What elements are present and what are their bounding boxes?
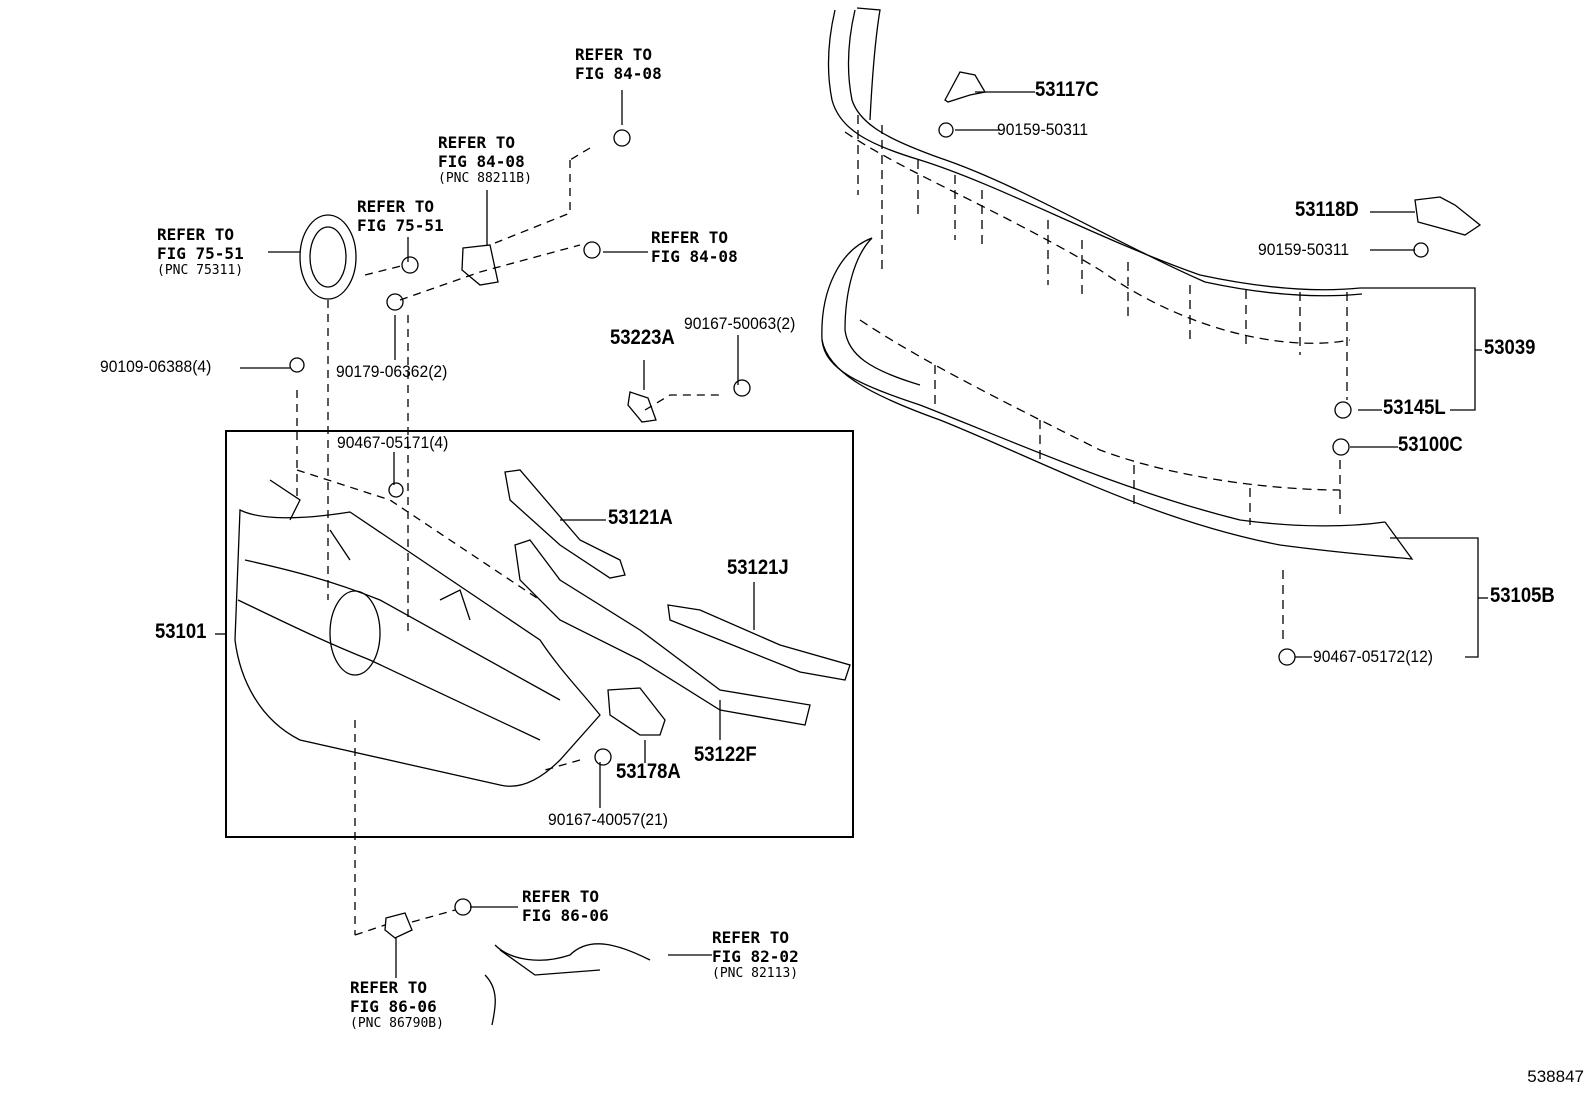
ref-pnc: (PNC 75311) xyxy=(157,263,244,278)
sensor-86790B xyxy=(384,912,413,939)
part-90467-05171[interactable]: 90467-05171(4) xyxy=(337,433,449,452)
part-53101[interactable]: 53101 xyxy=(155,620,207,643)
figure-id: 538847 xyxy=(1527,1067,1584,1086)
ref-fig-75-51[interactable]: REFER TO FIG 75-51 xyxy=(357,197,444,235)
ref-fig-86-06-screw[interactable]: REFER TO FIG 86-06 xyxy=(522,887,609,925)
assembly-lines xyxy=(296,147,720,936)
part-53039[interactable]: 53039 xyxy=(1484,336,1536,359)
ref-fig-84-08-top[interactable]: REFER TO FIG 84-08 xyxy=(575,45,662,83)
ref-line2: FIG 84-08 xyxy=(651,247,738,266)
ref-line2: FIG 75-51 xyxy=(357,216,444,235)
ref-fig-82-02[interactable]: REFER TO FIG 82-02 (PNC 82113) xyxy=(712,928,799,982)
part-90167-50063[interactable]: 90167-50063(2) xyxy=(684,314,796,333)
part-53223A[interactable]: 53223A xyxy=(610,326,675,349)
bracket-53118D xyxy=(1414,196,1482,236)
ref-line1: REFER TO xyxy=(575,45,653,64)
retainer-53122F xyxy=(514,539,811,726)
ref-line1: REFER TO xyxy=(357,197,435,216)
part-53118D[interactable]: 53118D xyxy=(1295,198,1359,221)
part-90159-50311-a[interactable]: 90159-50311 xyxy=(997,120,1089,139)
ref-line2: FIG 84-08 xyxy=(575,64,662,83)
ref-line2: FIG 82-02 xyxy=(712,947,799,966)
part-90159-50311-b[interactable]: 90159-50311 xyxy=(1258,240,1350,259)
bumper-upper-molding xyxy=(827,7,1363,297)
ref-pnc: (PNC 88211B) xyxy=(438,171,532,186)
ref-line1: REFER TO xyxy=(522,887,600,906)
ref-line2: FIG 84-08 xyxy=(438,152,525,171)
part-53100C[interactable]: 53100C xyxy=(1398,433,1463,456)
ref-line1: REFER TO xyxy=(350,978,428,997)
ref-line2: FIG 86-06 xyxy=(522,906,609,925)
bracket-53178A xyxy=(607,687,666,736)
leader-lines xyxy=(215,90,1488,978)
part-53145L[interactable]: 53145L xyxy=(1383,396,1446,419)
ref-line2: FIG 75-51 xyxy=(157,244,244,263)
ref-line1: REFER TO xyxy=(651,228,729,247)
ref-fig-84-08-pnc[interactable]: REFER TO FIG 84-08 (PNC 88211B) xyxy=(438,133,532,187)
part-53121J[interactable]: 53121J xyxy=(727,556,789,579)
part-53122F[interactable]: 53122F xyxy=(694,743,757,766)
ref-fig-84-08-right[interactable]: REFER TO FIG 84-08 xyxy=(651,228,738,266)
ref-pnc: (PNC 82113) xyxy=(712,966,799,981)
ref-line1: REFER TO xyxy=(438,133,516,152)
ref-fig-75-51-emblem[interactable]: REFER TO FIG 75-51 (PNC 75311) xyxy=(157,225,244,279)
radiator-grille xyxy=(234,479,601,787)
ref-pnc: (PNC 86790B) xyxy=(350,1016,444,1031)
ref-fig-86-06-sensor[interactable]: REFER TO FIG 86-06 (PNC 86790B) xyxy=(350,978,444,1032)
part-53105B[interactable]: 53105B xyxy=(1490,584,1555,607)
part-90167-40057[interactable]: 90167-40057(21) xyxy=(548,810,669,829)
retainer-53121A xyxy=(504,469,626,579)
ref-line1: REFER TO xyxy=(712,928,790,947)
part-53117C[interactable]: 53117C xyxy=(1035,78,1099,101)
sensor-bracket xyxy=(461,244,499,286)
retainer-53121J xyxy=(667,604,851,681)
bumper-lower-cover xyxy=(821,237,1414,560)
part-53121A[interactable]: 53121A xyxy=(608,506,673,529)
ref-line1: REFER TO xyxy=(157,225,235,244)
part-90467-05172[interactable]: 90467-05172(12) xyxy=(1313,647,1434,666)
clip-53223A xyxy=(627,391,657,423)
part-90109-06388[interactable]: 90109-06388(4) xyxy=(100,357,212,376)
fasteners xyxy=(289,122,1429,916)
ref-line2: FIG 86-06 xyxy=(350,997,437,1016)
emblem xyxy=(299,214,357,300)
bracket-53117C xyxy=(944,71,987,103)
bumper-hidden-lines xyxy=(844,115,1351,645)
part-90179-06362[interactable]: 90179-06362(2) xyxy=(336,362,448,381)
part-53178A[interactable]: 53178A xyxy=(616,760,681,783)
wire-harness xyxy=(484,943,651,1026)
